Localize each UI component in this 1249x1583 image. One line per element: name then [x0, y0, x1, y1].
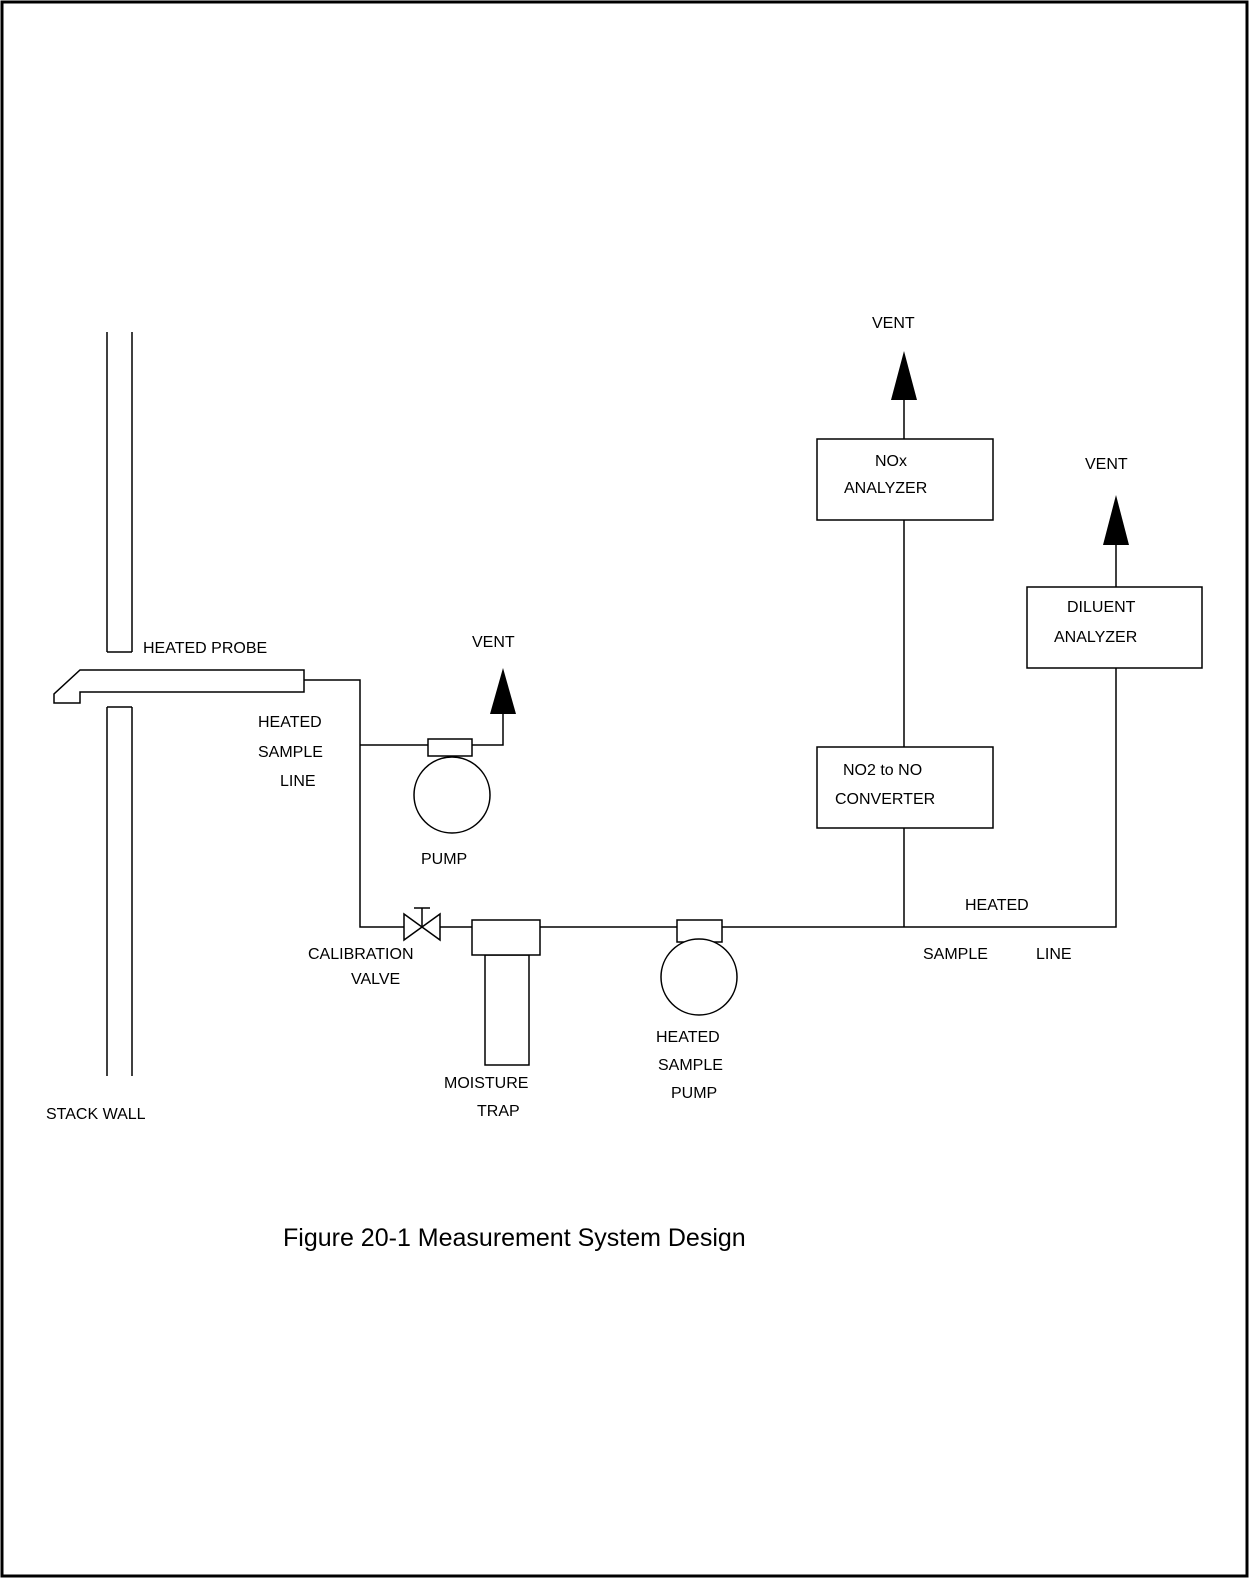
nox-analyzer-box	[816, 438, 994, 521]
vent-label-pump: VENT	[472, 634, 515, 651]
heated-sample-line-right	[722, 668, 1117, 928]
nox-analyzer-label-2: ANALYZER	[844, 480, 927, 497]
stack-wall-label: STACK WALL	[46, 1106, 146, 1123]
calibration-valve-label-2: VALVE	[351, 971, 400, 988]
pump-label: PUMP	[421, 851, 467, 868]
vent-label-diluent: VENT	[1085, 456, 1128, 473]
diluent-analyzer-label-2: ANALYZER	[1054, 629, 1137, 646]
pump	[413, 668, 516, 834]
moisture-trap	[471, 919, 541, 1066]
vent-arrow-nox	[891, 351, 917, 400]
diluent-analyzer-label-1: DILUENT	[1067, 599, 1136, 616]
converter-label-2: CONVERTER	[835, 791, 935, 808]
right-sample-label: SAMPLE	[923, 946, 988, 963]
vent-label-nox: VENT	[872, 315, 915, 332]
figure-caption: Figure 20-1 Measurement System Design	[283, 1224, 746, 1252]
heated-sample-line-label-2: SAMPLE	[258, 744, 323, 761]
heated-sample-line-label-1: HEATED	[258, 714, 322, 731]
nox-analyzer-label-1: NOx	[875, 453, 907, 470]
right-line-label: LINE	[1036, 946, 1072, 963]
converter-box	[816, 746, 994, 829]
stack-wall	[106, 332, 133, 1076]
calibration-valve-label-1: CALIBRATION	[308, 946, 414, 963]
moisture-trap-label-2: TRAP	[477, 1103, 520, 1120]
diluent-analyzer-box	[1026, 586, 1203, 669]
moisture-trap-label-1: MOISTURE	[444, 1075, 528, 1092]
right-heated-label: HEATED	[965, 897, 1029, 914]
vent-arrow-pump	[490, 668, 516, 714]
heated-sample-line-left	[304, 679, 428, 928]
vent-arrow-diluent	[1103, 495, 1129, 545]
heated-sample-pump-label-1: HEATED	[656, 1029, 720, 1046]
converter-label-1: NO2 to NO	[843, 762, 922, 779]
heated-sample-pump-label-3: PUMP	[671, 1085, 717, 1102]
heated-sample-pump	[660, 919, 738, 1016]
heated-sample-line-label-3: LINE	[280, 773, 316, 790]
heated-sample-pump-label-2: SAMPLE	[658, 1057, 723, 1074]
calibration-valve	[403, 907, 472, 942]
heated-probe	[53, 669, 305, 704]
heated-probe-label: HEATED PROBE	[143, 640, 267, 657]
